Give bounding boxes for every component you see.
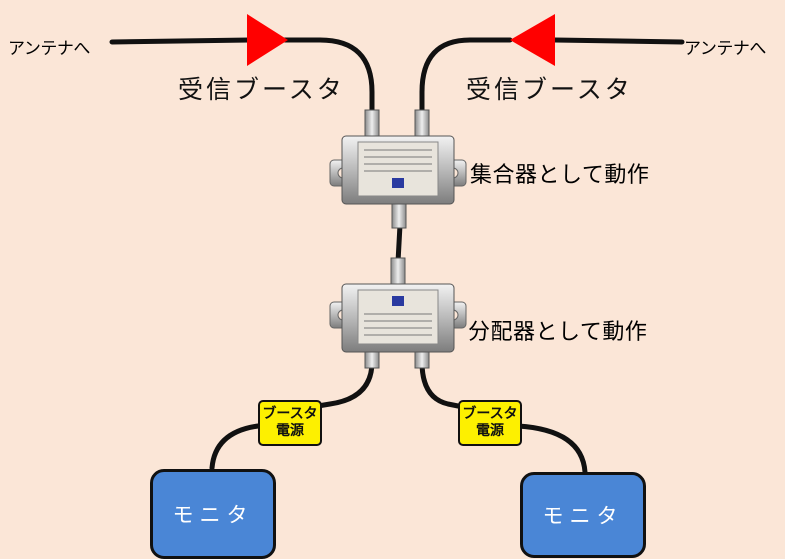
booster-power-tag-left: ブースタ 電源 [258, 400, 322, 446]
booster-label-right: 受信ブースタ [466, 75, 633, 104]
cable-power-right-to-monitor [515, 423, 588, 475]
monitor-left: モニタ [150, 469, 276, 559]
cable-splitter-to-power-right [419, 359, 461, 409]
splitter-device [329, 257, 467, 369]
cable-booster-right-to-combiner [419, 37, 513, 121]
combiner-device [329, 109, 467, 229]
antenna-label-right: アンテナへ [684, 39, 766, 59]
booster-power-tag-right: ブースタ 電源 [458, 400, 522, 446]
cable-splitter-to-power-left [315, 359, 375, 409]
power-tag-left-line1: ブースタ [262, 406, 318, 422]
power-tag-left-line2: 電源 [276, 423, 304, 439]
cable-combiner-to-splitter [395, 222, 403, 265]
antenna-label-left: アンテナへ [8, 39, 90, 59]
cable-antenna-right [552, 37, 685, 45]
monitor-right: モニタ [520, 472, 646, 558]
booster-label-left: 受信ブースタ [178, 75, 345, 104]
booster-left-arrow [247, 14, 288, 66]
splitter-label: 分配器として動作 [468, 320, 648, 345]
cable-antenna-left [109, 37, 253, 45]
power-tag-right-line1: ブースタ [462, 406, 518, 422]
combiner-label: 集合器として動作 [470, 163, 650, 188]
cable-booster-left-to-combiner [282, 37, 375, 121]
power-tag-right-line2: 電源 [476, 423, 504, 439]
booster-right-arrow [510, 14, 555, 66]
cable-power-left-to-monitor [209, 423, 261, 471]
